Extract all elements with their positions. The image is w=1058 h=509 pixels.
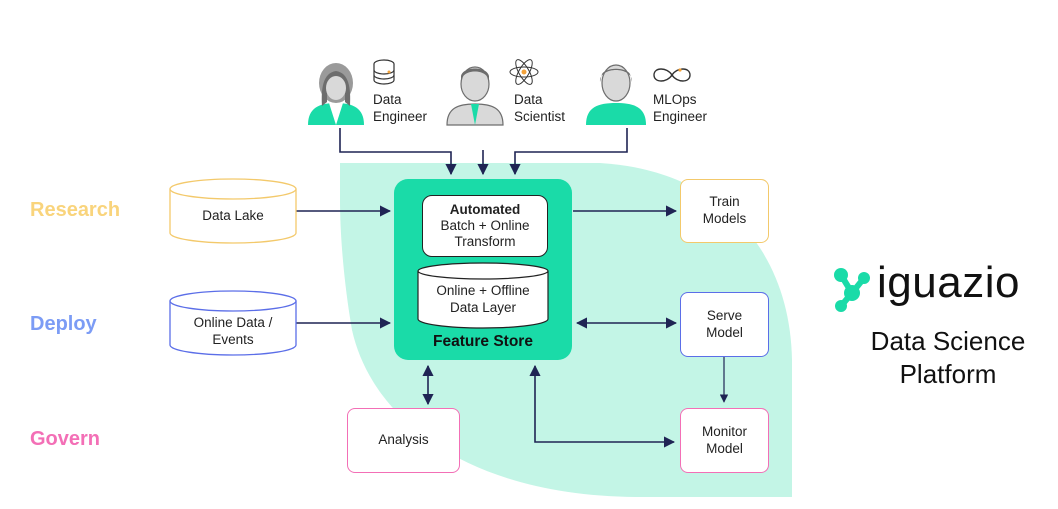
persona-label-mlops-engineer: MLOps Engineer (653, 92, 707, 126)
analysis-label: Analysis (378, 432, 429, 448)
arrow-monitor (529, 364, 676, 448)
train-models-label: Train Models (702, 194, 747, 226)
persona-line2: Engineer (653, 108, 708, 124)
stage-label-deploy: Deploy (30, 313, 97, 335)
monitor-model-label: Monitor Model (701, 423, 747, 456)
analysis-box: Analysis (347, 408, 460, 473)
stage-label-research: Research (30, 199, 121, 221)
serve-model-box: Serve Model (680, 292, 769, 357)
persona-line1: MLOps (653, 92, 697, 107)
data-layer-label: Online + Offline Data Layer (436, 283, 530, 315)
persona-line1: Data (373, 92, 402, 107)
persona-label-data-engineer: Data Engineer (373, 92, 427, 126)
mlops-engineer-avatar (586, 64, 646, 125)
automated-transform-box: Automated Batch + Online Transform (422, 195, 548, 257)
feature-store-title: Feature Store (433, 333, 533, 350)
data-lake-label: Data Lake (202, 207, 264, 223)
infinity-loop-icon (653, 68, 691, 82)
persona-label-data-scientist: Data Scientist (514, 92, 565, 126)
data-engineer-avatar (308, 63, 364, 125)
brand-tagline: Data Science Platform (870, 326, 1026, 389)
persona-line2: Scientist (514, 108, 566, 124)
transform-line2: Batch + Online (440, 217, 530, 233)
data-lake-cylinder (169, 178, 297, 244)
brand-wordmark: iguazio (877, 258, 1020, 307)
train-models-box: Train Models (680, 179, 769, 243)
data-layer-cylinder (417, 262, 549, 329)
iguazio-logo-icon (834, 268, 870, 312)
stage-label-govern: Govern (30, 428, 101, 450)
online-events-cylinder (169, 290, 297, 356)
persona-line1: Data (514, 92, 543, 107)
serve-model-label: Serve Model (706, 307, 743, 340)
persona-line2: Engineer (373, 108, 428, 124)
transform-line3: Transform (454, 234, 516, 250)
transform-title: Automated (449, 201, 521, 217)
data-scientist-avatar (446, 66, 504, 126)
database-icon (373, 59, 395, 85)
arrow-mlops-engineer (509, 128, 628, 176)
arrow-data-engineer (339, 128, 457, 176)
monitor-model-box: Monitor Model (680, 408, 769, 473)
online-events-label: Online Data / Events (193, 315, 273, 347)
atom-icon (509, 59, 539, 85)
